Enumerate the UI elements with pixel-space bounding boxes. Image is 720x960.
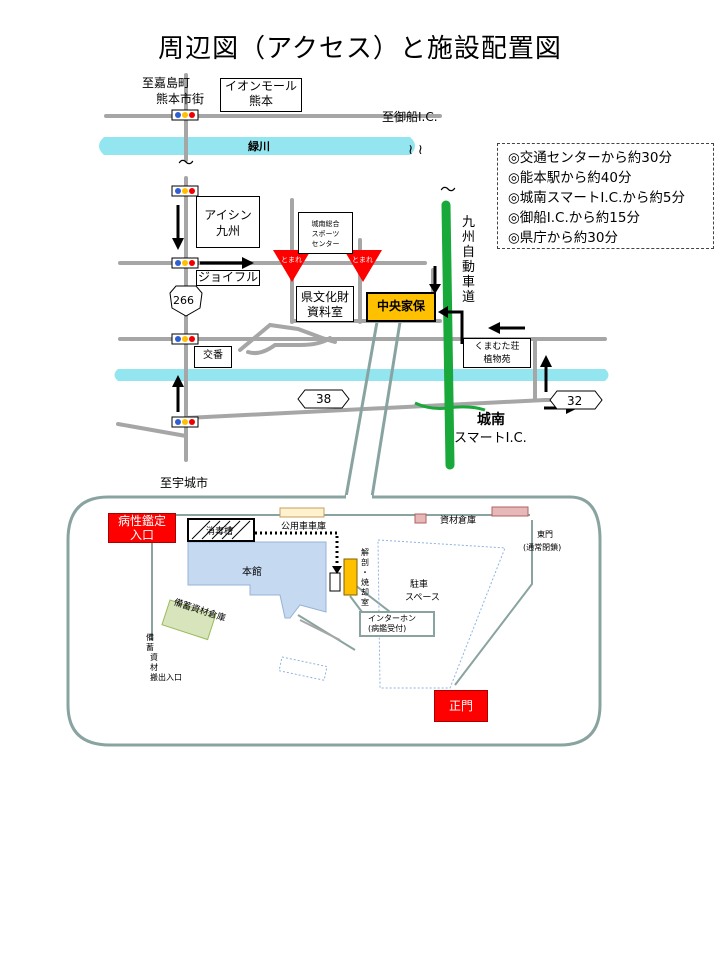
- svg-text:≀ ≀: ≀ ≀: [408, 142, 423, 158]
- intercom-label: インターホン (病鑑受付): [368, 614, 416, 634]
- bunkazai-label-1: 県文化財: [300, 290, 349, 304]
- shodokuso-label: 消毒槽: [206, 527, 234, 537]
- tilde-expressway: ～: [440, 180, 456, 199]
- seimon-gate: 正門: [434, 690, 488, 722]
- kaibo-c4: 焼: [361, 578, 369, 587]
- label-midorikawa: 緑川: [248, 140, 270, 153]
- byosei-label-1: 病性鑑定: [117, 514, 166, 528]
- bg-5: 搬出入口: [150, 673, 182, 682]
- bg-4: 材: [150, 663, 158, 672]
- chuo-kaho-box: 中央家保: [366, 292, 436, 322]
- koyosha-label: 公用車車庫: [281, 522, 327, 532]
- kumamuta-label-2: 植物苑: [483, 355, 511, 365]
- kaibo-c3: ・: [361, 568, 369, 577]
- bunkazai-label-2: 資料室: [306, 305, 343, 319]
- aeon-label-2: 熊本: [248, 94, 273, 108]
- aisin-label-2: 九州: [215, 224, 240, 238]
- honkan-building: [187, 541, 327, 619]
- higashimon-note: (通常閉鎖): [523, 543, 562, 552]
- tilde-266: ～: [178, 153, 194, 172]
- bunkazai-box: 県文化財 資料室: [296, 286, 354, 322]
- intercom-box: [329, 572, 341, 592]
- access-info-4: ◎御船I.C.から約15分: [508, 210, 640, 226]
- kaibo-c6: 室: [361, 598, 369, 607]
- parking-label-2: スペース: [405, 593, 440, 603]
- kaibo-room: [343, 558, 358, 596]
- bg-2: 蓄: [146, 643, 154, 652]
- aisin-label: アイシン: [204, 208, 252, 222]
- sports-center-box: 城南総合 スポーツ センター: [298, 212, 353, 254]
- access-info-box: ◎交通センターから約30分 ◎能本駅から約40分 ◎城南スマートI.C.から約5…: [497, 143, 714, 249]
- road-winding-2: [246, 336, 332, 356]
- route-266-shield: [169, 285, 203, 317]
- bichiku-soko: [161, 599, 217, 641]
- higashimon-label: 東門: [537, 530, 553, 539]
- kaibo-c5: 却: [361, 588, 369, 597]
- route-32-label: 32: [567, 394, 583, 408]
- tomare-2: とまれ: [352, 256, 373, 264]
- koyosha-garage: [279, 507, 325, 518]
- joyfull-box: ジョイフル: [196, 270, 260, 286]
- route-38-shield: [297, 389, 350, 409]
- kaibo-c1: 解: [361, 548, 369, 557]
- jonan-label: 城南: [477, 412, 505, 428]
- parking-label-1: 駐車: [410, 580, 429, 590]
- route-38-label: 38: [316, 392, 332, 406]
- access-info-1: ◎交通センターから約30分: [508, 150, 672, 166]
- parking-area: [377, 539, 506, 689]
- road-route38: [184, 398, 547, 420]
- sports-label-1: 城南総合: [311, 220, 340, 228]
- sports-label-3: センター: [311, 240, 340, 248]
- label-to-mifune: 至御船I.C.: [382, 110, 438, 124]
- kaibo-label: 解 剖 ・ 焼 却 室: [361, 548, 371, 608]
- kaibo-c2: 剖: [361, 558, 369, 567]
- bg-1: 備: [146, 633, 154, 642]
- midorikawa-river: [99, 137, 415, 155]
- bg-3: 資: [150, 653, 158, 662]
- kumamuta-box: くまむた荘 植物苑: [463, 338, 531, 368]
- access-info-2: ◎能本駅から約40分: [508, 170, 632, 186]
- kumamuta-label-1: くまむた荘: [474, 342, 520, 352]
- shizai-soko-1: [414, 513, 427, 524]
- intercom-2: (病鑑受付): [368, 624, 407, 633]
- road-left-diag: [116, 422, 188, 438]
- byosei-label-2: 入口: [129, 528, 154, 542]
- intercom-1: インターホン: [368, 614, 416, 623]
- shizai-soko-2: [491, 506, 529, 517]
- route-32-shield: [549, 390, 603, 410]
- honkan-label: 本館: [242, 567, 262, 578]
- bichiku-gate-label: 備 蓄 資 材 搬出入口: [146, 633, 182, 683]
- kyushu-expressway: [441, 200, 455, 470]
- label-kumamoto-city: 熊本市街: [156, 92, 205, 106]
- page-title: 周辺図（アクセス）と施設配置図: [158, 34, 562, 64]
- access-info-3: ◎城南スマートI.C.から約5分: [508, 190, 685, 206]
- smart-ic-ramp: [414, 401, 486, 412]
- river-bottom: [114, 369, 609, 381]
- route-266-label: 266: [173, 294, 194, 307]
- stop-sign-1: [273, 250, 311, 282]
- stop-sign-2: [344, 250, 382, 282]
- smart-ic-label: スマートI.C.: [454, 431, 527, 446]
- aisin-box: アイシン 九州: [196, 196, 260, 248]
- byosei-entrance: 病性鑑定 入口: [108, 513, 176, 543]
- traffic-signals: [171, 109, 199, 428]
- label-to-uto: 至宇城市: [160, 476, 209, 490]
- koban-box: 交番: [194, 346, 232, 368]
- tomare-1: とまれ: [281, 256, 302, 264]
- aeon-label: イオンモール: [224, 79, 297, 93]
- expressway-label: 九州自動車道: [462, 215, 476, 305]
- sports-label-2: スポーツ: [311, 230, 340, 238]
- shizai-label: 資材倉庫: [440, 516, 477, 526]
- access-info-5: ◎県庁から約30分: [508, 230, 618, 246]
- aeon-mall-box: イオンモール 熊本: [220, 78, 302, 112]
- label-to-kashima: 至嘉島町: [142, 76, 191, 90]
